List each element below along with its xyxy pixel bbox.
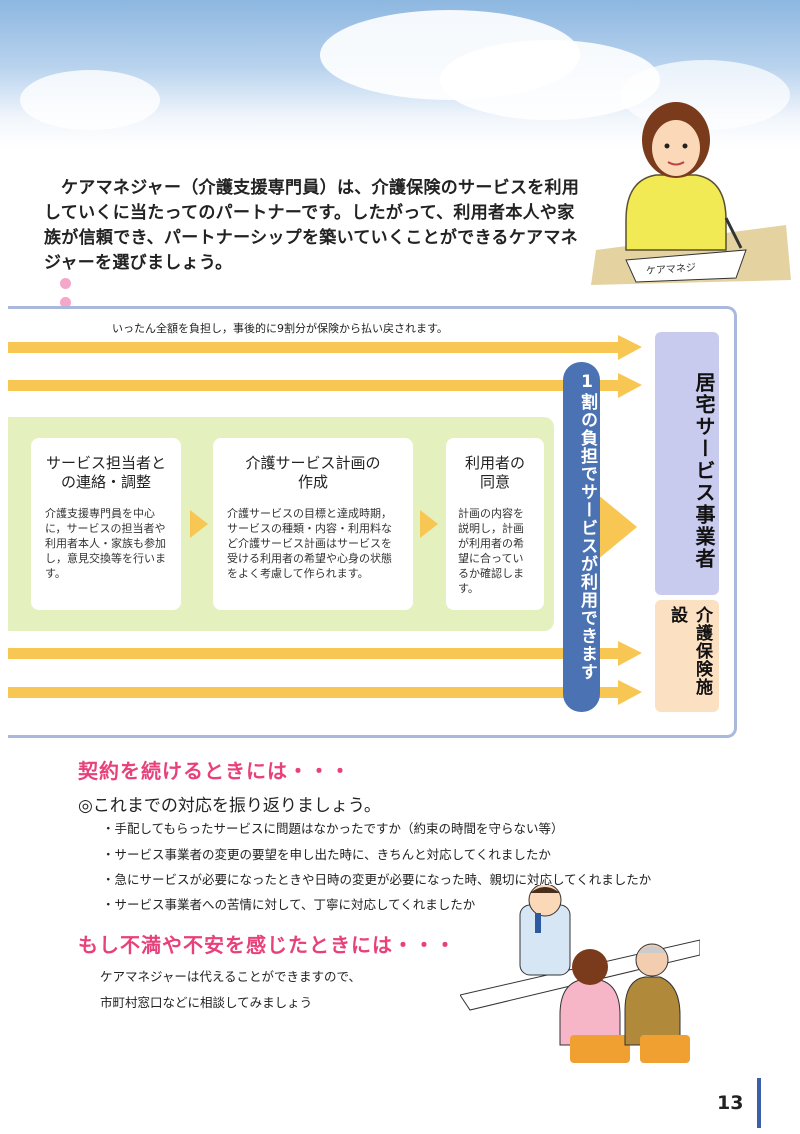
cost-share-label: 1割の負担でサービスが利用できます [577,372,597,681]
section-heading-concern: もし不満や不安を感じたときには・・・ [78,933,456,957]
big-arrow-icon [597,494,637,560]
page-number: 13 [717,1092,744,1114]
step-arrow-icon [420,510,438,538]
step-card-coordination: サービス担当者との連絡・調整 介護支援専門員を中心に，サービスの担当者や利用者本… [31,438,181,610]
flow-arrow-band [8,680,642,705]
step-body: 介護サービスの目標と達成時期，サービスの種類・内容・利用料など介護サービス計画は… [227,507,392,580]
step-title: 介護サービス計画の作成 [245,454,381,491]
flow-arrow-band [8,335,642,360]
section-heading-continue: 契約を続けるときには・・・ [78,759,351,783]
consultation-illustration [460,885,700,1063]
step-title: 利用者の同意 [464,454,525,491]
review-bullet: ・急にサービスが必要になったときや日時の変更が必要になった時、親切に対応してくれ… [102,872,652,887]
step-body: 介護支援専門員を中心に，サービスの担当者や利用者本人・家族も参加し，意見交換等を… [45,507,166,580]
care-manager-illustration: ケアマネジ [591,102,791,285]
step-card-consent: 利用者の同意 計画の内容を説明し，計画が利用者の希望に合っているか確認します。 [446,438,544,610]
flow-arrow-band [8,373,642,398]
provider-box [655,332,719,595]
cloud-shape [20,70,160,130]
review-bullet: ・サービス事業者の変更の要望を申し出た時に、きちんと対応してくれましたか [102,847,551,862]
step-arrow-icon [190,510,208,538]
concern-line: 市町村窓口などに相談してみましょう [100,995,313,1010]
provider-label: 居宅サービス事業者 [692,372,716,570]
facility-label: 介護保険施設 [667,606,712,696]
facility-box [655,600,719,712]
intro-paragraph: ケアマネジャー（介護支援専門員）は、介護保険のサービスを利用していくに当たっての… [44,178,580,273]
paper-text: ケアマネジ [646,262,697,277]
step-title: サービス担当者との連絡・調整 [45,454,166,491]
review-lead: ◎これまでの対応を振り返りましょう。 [78,796,381,816]
cost-share-pill [563,362,600,712]
review-bullet: ・手配してもらったサービスに問題はなかったですか（約束の時間を守らない等） [102,821,564,836]
cloud-shape [440,40,660,120]
flow-arrow-band [8,641,642,666]
page-edge-bar [757,1078,761,1128]
refund-note: いったん全額を負担し，事後的に9割分が保険から払い戻されます。 [112,322,448,335]
concern-line: ケアマネジャーは代えることができますので、 [100,969,362,984]
step-card-plan: 介護サービス計画の作成 介護サービスの目標と達成時期，サービスの種類・内容・利用… [213,438,413,610]
step-body: 計画の内容を説明し，計画が利用者の希望に合っているか確認します。 [458,507,524,595]
review-bullet: ・サービス事業者への苦情に対して、丁寧に対応してくれましたか [102,897,476,912]
